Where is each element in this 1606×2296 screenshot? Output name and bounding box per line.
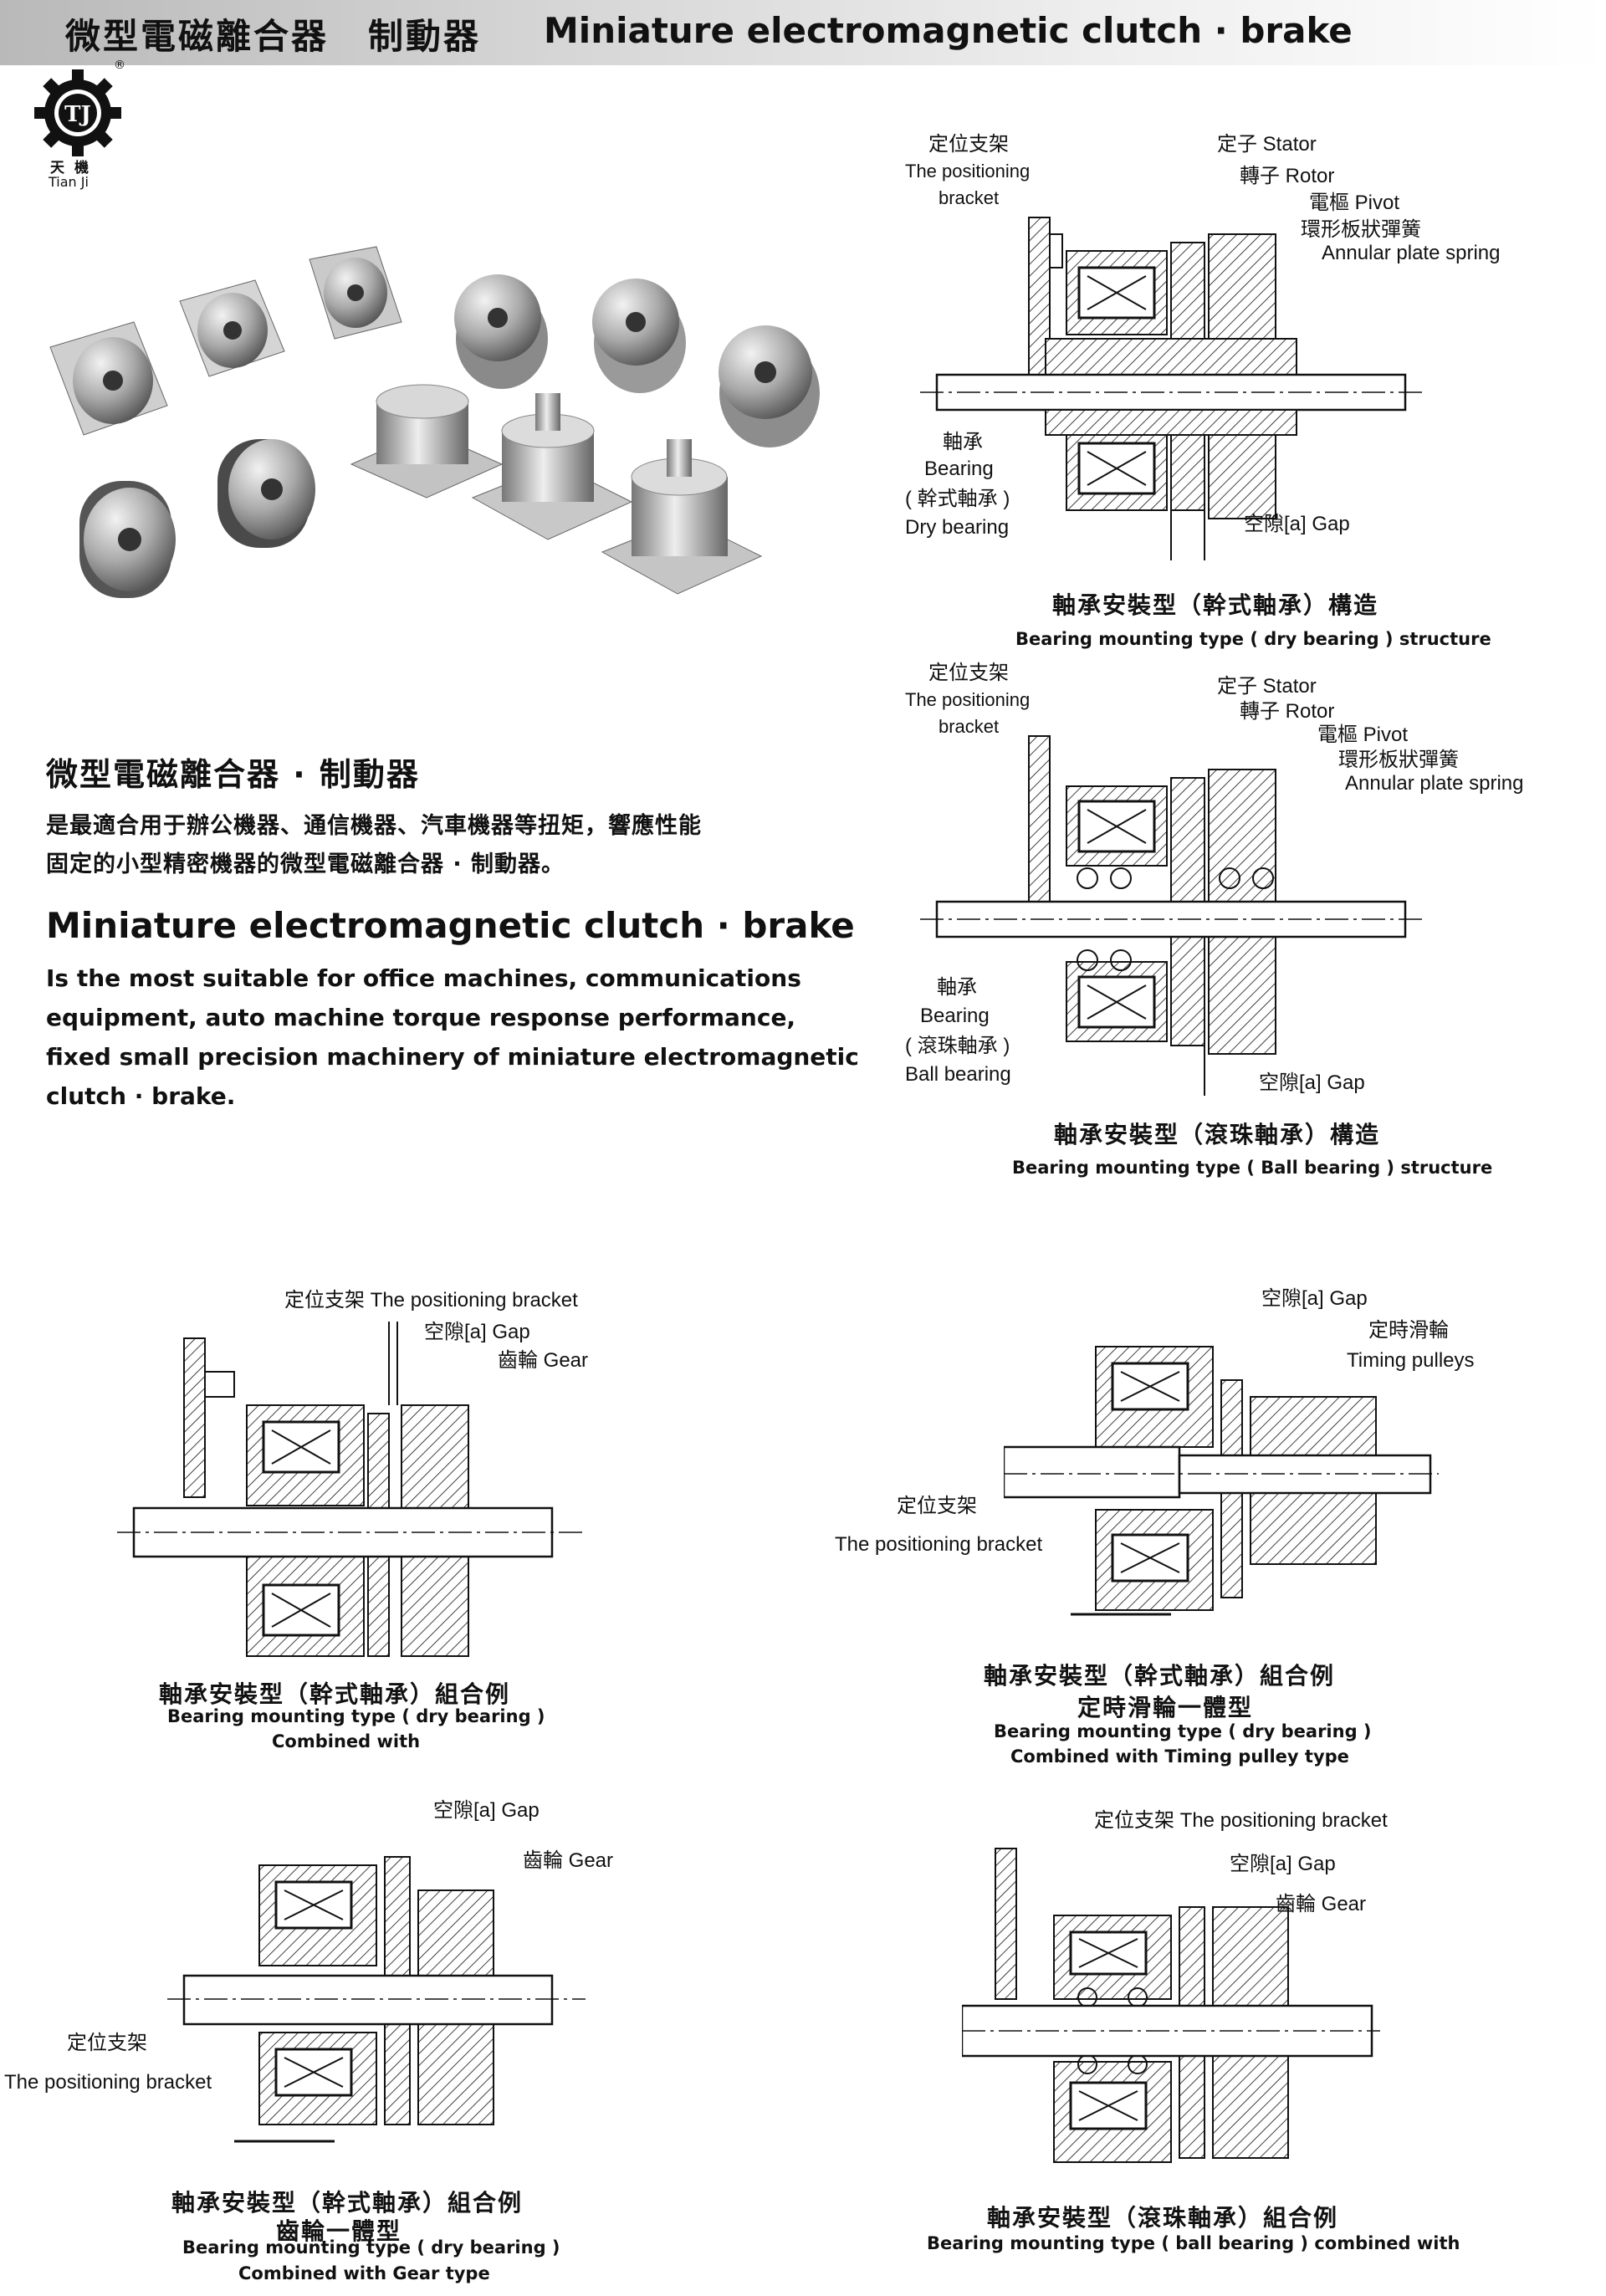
intro-title-zh: 微型電磁離合器 · 制動器 <box>46 756 420 793</box>
diagram-dry-bearing-combined <box>117 1322 586 1657</box>
product-4 <box>454 274 548 389</box>
d4-caption-zh-2: 定時滑輪一體型 <box>1077 1694 1254 1721</box>
d1-rotor-label: 轉子 Rotor <box>1240 165 1335 187</box>
product-1 <box>49 321 168 436</box>
d2-pivot-label: 電樞 Pivot <box>1317 724 1409 746</box>
d2-ball-en: Ball bearing <box>905 1063 1011 1086</box>
d5-gap-label: 空隙[a] Gap <box>433 1799 540 1822</box>
header-title-en: Miniature electromagnetic clutch · brake <box>544 10 1353 51</box>
d4-caption-en-2: Combined with Timing pulley type <box>1010 1746 1349 1767</box>
d2-bracket-en-2: bracket <box>939 716 1000 737</box>
d6-caption-zh: 軸承安裝型（滾珠軸承）組合例 <box>987 2204 1339 2232</box>
d4-bracket-zh: 定位支架 <box>897 1495 977 1517</box>
intro-body-zh: 是最適合用于辦公機器、通信機器、汽車機器等扭矩，響應性能 固定的小型精密機器的微… <box>46 807 866 884</box>
d1-bracket-en-2: bracket <box>939 187 1000 208</box>
d1-dry-en: Dry bearing <box>905 516 1010 539</box>
d4-caption-en-1: Bearing mounting type ( dry bearing ) <box>994 1721 1372 1741</box>
d3-caption-en-2: Combined with <box>272 1731 421 1751</box>
intro-title-en: Miniature electromagnetic clutch · brake <box>46 905 855 946</box>
logo-name-zh: 天機 <box>50 160 99 176</box>
header-title-zh-brake: 制動器 <box>368 16 482 57</box>
product-9 <box>350 384 504 499</box>
d1-stator-label: 定子 Stator <box>1217 133 1317 156</box>
d1-pivot-label: 電樞 Pivot <box>1309 192 1400 214</box>
product-11 <box>601 439 763 595</box>
intro-body-zh-line: 固定的小型精密機器的微型電磁離合器 · 制動器。 <box>46 851 565 877</box>
d4-bracket-en: The positioning bracket <box>835 1533 1043 1556</box>
diagram-ball-bearing-structure <box>920 735 1422 1096</box>
logo-mark: TJ <box>64 102 91 127</box>
d2-rotor-label: 轉子 Rotor <box>1240 700 1335 723</box>
d1-bearing-zh: 軸承 <box>943 431 983 453</box>
d1-bracket-en-1: The positioning <box>905 161 1031 182</box>
d5-bracket-en: The positioning bracket <box>4 2071 212 2094</box>
d1-bearing-en: Bearing <box>924 458 994 480</box>
product-10 <box>471 393 633 540</box>
d2-caption-en: Bearing mounting type ( Ball bearing ) s… <box>1012 1158 1493 1178</box>
d1-gap-label: 空隙[a] Gap <box>1244 513 1350 535</box>
logo-name-en: Tian Ji <box>49 174 89 190</box>
d1-caption-zh: 軸承安裝型（幹式軸承）構造 <box>1052 591 1379 619</box>
d2-spring-zh: 環形板狀彈簧 <box>1338 749 1459 771</box>
product-2 <box>179 279 285 377</box>
d5-gear-label: 齒輪 Gear <box>523 1849 614 1872</box>
d2-stator-label: 定子 Stator <box>1217 675 1317 698</box>
d6-bracket-label: 定位支架 The positioning bracket <box>1094 1809 1388 1832</box>
header-band <box>0 0 1606 65</box>
product-photo <box>49 246 820 598</box>
product-5 <box>592 279 686 393</box>
product-7 <box>79 481 176 598</box>
logo-registered: ® <box>114 59 125 72</box>
d1-spring-zh: 環形板狀彈簧 <box>1301 218 1421 241</box>
tj-logo-icon: TJ <box>34 69 121 156</box>
product-3 <box>309 246 402 340</box>
d4-pulley-zh: 定時滑輪 <box>1368 1319 1449 1342</box>
d3-bracket-label: 定位支架 The positioning bracket <box>284 1289 578 1312</box>
d4-gap-label: 空隙[a] Gap <box>1261 1287 1368 1310</box>
diagram-gear-combined <box>167 1856 586 2143</box>
d3-caption-en-1: Bearing mounting type ( dry bearing ) <box>167 1706 545 1726</box>
d1-dry-zh: ( 幹式軸承 ) <box>905 488 1010 510</box>
diagram-dry-bearing-structure <box>920 217 1422 560</box>
d6-caption-en: Bearing mounting type ( ball bearing ) c… <box>927 2233 1460 2253</box>
diagram-ball-bearing-combined <box>962 1848 1380 2163</box>
intro-body-en-line: fixed small precision machinery of minia… <box>46 1043 859 1071</box>
d2-bearing-zh: 軸承 <box>937 976 977 999</box>
d1-bracket-zh: 定位支架 <box>928 133 1009 156</box>
d6-gear-label: 齒輪 Gear <box>1276 1893 1367 1915</box>
d6-gap-label: 空隙[a] Gap <box>1230 1853 1336 1875</box>
d3-caption-zh: 軸承安裝型（幹式軸承）組合例 <box>159 1680 511 1708</box>
d5-caption-en-2: Combined with Gear type <box>238 2263 490 2283</box>
d2-bracket-zh: 定位支架 <box>928 662 1009 684</box>
d4-pulley-en: Timing pulleys <box>1347 1349 1475 1372</box>
d1-spring-en: Annular plate spring <box>1322 242 1501 264</box>
d2-gap-label: 空隙[a] Gap <box>1259 1071 1365 1094</box>
d4-caption-zh-1: 軸承安裝型（幹式軸承）組合例 <box>984 1662 1336 1690</box>
intro-body-zh-line: 是最適合用于辦公機器、通信機器、汽車機器等扭矩，響應性能 <box>46 813 702 839</box>
d5-caption-en-1: Bearing mounting type ( dry bearing ) <box>182 2237 560 2258</box>
d3-gap-label: 空隙[a] Gap <box>424 1321 530 1343</box>
intro-body-en-line: equipment, auto machine torque response … <box>46 1004 796 1031</box>
d5-bracket-zh: 定位支架 <box>67 2032 147 2054</box>
d5-caption-zh-2: 齒輪一體型 <box>276 2217 402 2245</box>
d2-ball-zh: ( 滾珠軸承 ) <box>905 1035 1010 1057</box>
header-title-zh: 微型電磁離合器 <box>65 16 330 57</box>
d3-gear-label: 齒輪 Gear <box>498 1349 589 1372</box>
diagram-timing-pulley-combined <box>1004 1346 1439 1616</box>
product-8 <box>217 439 315 548</box>
d2-bearing-en: Bearing <box>920 1005 990 1027</box>
product-6 <box>719 325 820 447</box>
d2-bracket-en-1: The positioning <box>905 689 1031 710</box>
intro-body-en-line: Is the most suitable for office machines… <box>46 964 801 992</box>
d5-caption-zh-1: 軸承安裝型（幹式軸承）組合例 <box>171 2189 524 2217</box>
intro-body-en-line: clutch · brake. <box>46 1082 236 1110</box>
intro-body-en: Is the most suitable for office machines… <box>46 959 866 1116</box>
d2-spring-en: Annular plate spring <box>1345 772 1524 795</box>
d1-caption-en: Bearing mounting type ( dry bearing ) st… <box>1015 629 1491 649</box>
d2-caption-zh: 軸承安裝型（滾珠軸承）構造 <box>1054 1121 1381 1148</box>
